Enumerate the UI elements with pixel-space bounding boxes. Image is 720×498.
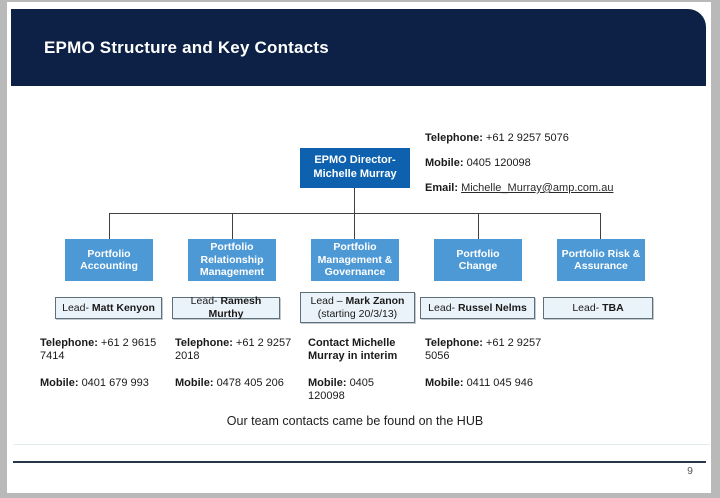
- lead-box-tba: Lead- TBA: [543, 297, 653, 319]
- contact-mobile: Mobile: 0411 045 946: [425, 376, 534, 389]
- telephone-value: +61 2 9257 5076: [485, 132, 569, 144]
- org-node-epmo-director: EPMO Director- Michelle Murray: [300, 148, 410, 188]
- contact-column-governance: Contact Michelle Murray in interim Mobil…: [308, 337, 408, 404]
- connector-drop-2: [232, 213, 233, 239]
- connector-drop-4: [478, 213, 479, 239]
- contact-mobile: Mobile: 0478 405 206: [175, 376, 284, 389]
- contact-telephone: Telephone: +61 2 9257 2018: [175, 337, 292, 363]
- lead-text: Lead- Matt Kenyon: [62, 301, 155, 314]
- lead-text: Lead- Russel Nelms: [428, 301, 527, 314]
- connector-drop-1: [109, 213, 110, 239]
- contact-telephone: Telephone: +61 2 9257 5056: [425, 337, 542, 363]
- team-contacts-note: Our team contacts came be found on the H…: [226, 414, 484, 428]
- footer-rule-dark: [13, 461, 706, 463]
- lead-box-russel-nelms: Lead- Russel Nelms: [420, 297, 535, 319]
- connector-drop-3: [354, 213, 355, 239]
- lead-text: Lead- Ramesh Murthy: [190, 295, 262, 320]
- director-telephone: Telephone: +61 2 9257 5076: [425, 132, 613, 144]
- page-number: 9: [687, 465, 693, 477]
- lead-text: Lead – Mark Zanon: [310, 294, 405, 307]
- lead-box-ramesh-murthy: Lead- Ramesh Murthy: [172, 295, 280, 320]
- slide-header-bar: EPMO Structure and Key Contacts: [11, 9, 706, 86]
- mobile-value: 0405 120098: [466, 157, 531, 169]
- email-label: Email:: [425, 182, 459, 194]
- contact-telephone: Telephone: +61 2 9615 7414: [40, 337, 157, 363]
- org-node-portfolio-management-governance: Portfolio Management & Governance: [311, 239, 399, 281]
- email-link[interactable]: Michelle_Murray@amp.com.au: [461, 182, 614, 194]
- lead-text: Lead- TBA: [572, 301, 624, 314]
- footer-rule-light: [14, 444, 710, 445]
- org-node-portfolio-risk-assurance: Portfolio Risk & Assurance: [557, 239, 645, 281]
- connector-director-drop: [354, 188, 355, 214]
- contact-column-change: Telephone: +61 2 9257 5056 Mobile: 0411 …: [425, 337, 555, 390]
- page-title: EPMO Structure and Key Contacts: [44, 37, 329, 57]
- org-node-portfolio-accounting: Portfolio Accounting: [65, 239, 153, 281]
- contact-column-relationship: Telephone: +61 2 9257 2018 Mobile: 0478 …: [175, 337, 305, 390]
- connector-drop-5: [600, 213, 601, 239]
- connector-bus: [109, 213, 601, 214]
- contact-mobile: Mobile: 0405 120098: [308, 376, 375, 403]
- telephone-label: Telephone:: [425, 132, 483, 144]
- lead-box-mark-zanon: Lead – Mark Zanon (starting 20/3/13): [300, 292, 415, 323]
- director-mobile: Mobile: 0405 120098: [425, 157, 613, 169]
- director-contact-details: Telephone: +61 2 9257 5076 Mobile: 0405 …: [425, 132, 613, 207]
- org-node-portfolio-change: Portfolio Change: [434, 239, 522, 281]
- mobile-label: Mobile:: [425, 157, 464, 169]
- contact-column-accounting: Telephone: +61 2 9615 7414 Mobile: 0401 …: [40, 337, 170, 390]
- director-email: Email: Michelle_Murray@amp.com.au: [425, 182, 613, 194]
- contact-mobile: Mobile: 0401 679 993: [40, 376, 149, 389]
- lead-box-matt-kenyon: Lead- Matt Kenyon: [55, 297, 162, 319]
- org-node-portfolio-relationship-management: Portfolio Relationship Management: [188, 239, 276, 281]
- contact-interim-note: Contact Michelle Murray in interim: [308, 337, 398, 363]
- lead-note: (starting 20/3/13): [317, 307, 398, 320]
